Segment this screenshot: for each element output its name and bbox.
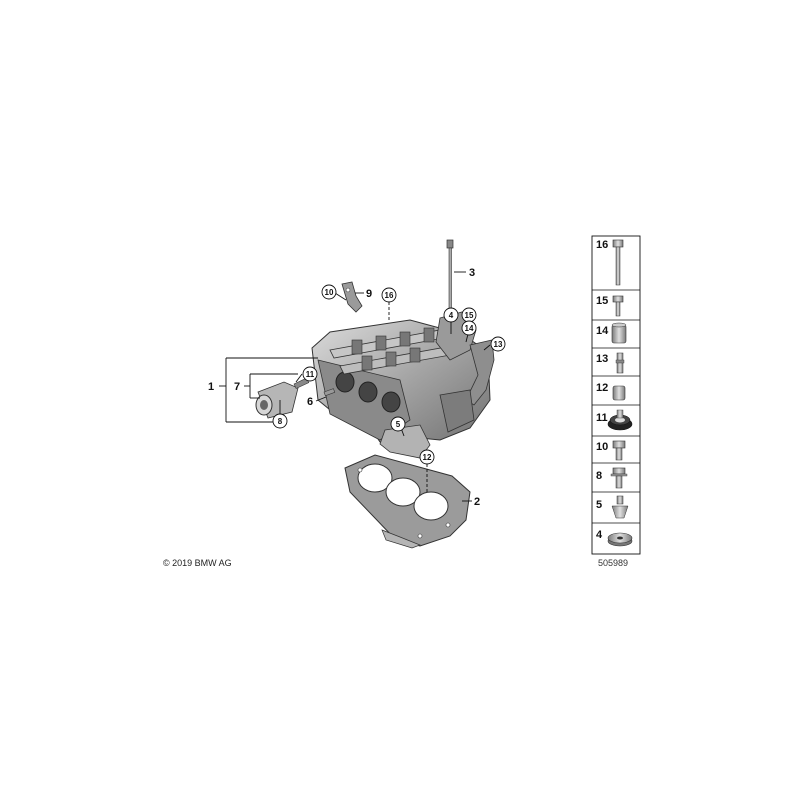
callout-4: 4 [443,307,459,323]
callout-11: 11 [302,366,318,382]
callout-9: 9 [366,288,372,300]
callout-3: 3 [469,267,475,279]
legend-row-15: 15 [596,295,624,317]
callout-16: 16 [381,287,397,303]
legend-row-10: 10 [596,440,626,461]
legend-row-5: 5 [596,495,629,519]
sleeve-icon [611,322,627,344]
legend-row-16: 16 [596,239,624,286]
cylinder-head-gasket [344,454,471,549]
hex-bolt-icon [612,440,626,461]
callouts-circled: 10 16 4 15 14 13 11 8 [272,284,506,465]
svg-text:8: 8 [278,417,283,426]
callout-15: 15 [461,307,477,323]
svg-text:11: 11 [596,412,608,424]
cylinder-head [311,311,495,459]
diagram-id: 505989 [598,558,629,568]
short-sleeve-icon [612,385,626,401]
copyright-text: © 2019 BMW AG [163,558,232,568]
flange-bolt-icon [610,467,628,489]
stud-bolt-icon [611,495,629,519]
svg-text:14: 14 [596,325,609,337]
svg-text:5: 5 [596,499,602,511]
svg-text:10: 10 [325,288,334,297]
callout-8: 8 [272,413,288,429]
svg-text:13: 13 [596,353,608,365]
dowel-pin-icon [615,352,625,374]
bolt-part-6 [323,388,336,397]
legend-row-11: 11 [596,409,633,431]
svg-text:11: 11 [306,370,315,379]
callout-13: 13 [490,336,506,352]
legend-row-8: 8 [596,467,628,489]
callouts-plain: 3 9 1 7 6 2 [208,267,480,508]
callout-12: 12 [419,449,435,465]
coolant-sensor-housing [255,377,310,419]
svg-text:13: 13 [494,340,503,349]
long-bolt-icon [612,239,624,286]
svg-text:14: 14 [465,324,474,333]
svg-text:16: 16 [596,239,608,251]
head-bolt [446,239,454,311]
parts-legend: 16 15 14 13 [591,235,641,555]
svg-text:12: 12 [596,382,608,394]
bracket-part-9 [341,281,363,313]
legend-row-4: 4 [596,529,633,547]
short-bolt-icon [612,295,624,317]
callout-7: 7 [234,381,240,393]
washer-icon [607,532,633,547]
svg-text:15: 15 [465,311,474,320]
svg-text:15: 15 [596,295,608,307]
svg-text:8: 8 [596,470,602,482]
svg-text:16: 16 [385,291,394,300]
callout-14: 14 [461,320,477,336]
callout-1: 1 [208,381,214,393]
svg-text:4: 4 [449,311,454,320]
svg-text:5: 5 [396,420,401,429]
callout-6: 6 [307,396,313,408]
seal-ring-icon [607,409,633,431]
svg-text:4: 4 [596,529,603,541]
legend-row-14: 14 [596,322,627,344]
callout-5: 5 [390,416,406,432]
svg-text:10: 10 [596,441,608,453]
legend-row-13: 13 [596,352,625,374]
svg-text:12: 12 [423,453,432,462]
callout-2: 2 [474,496,480,508]
legend-row-12: 12 [596,382,626,401]
callout-10: 10 [321,284,337,300]
